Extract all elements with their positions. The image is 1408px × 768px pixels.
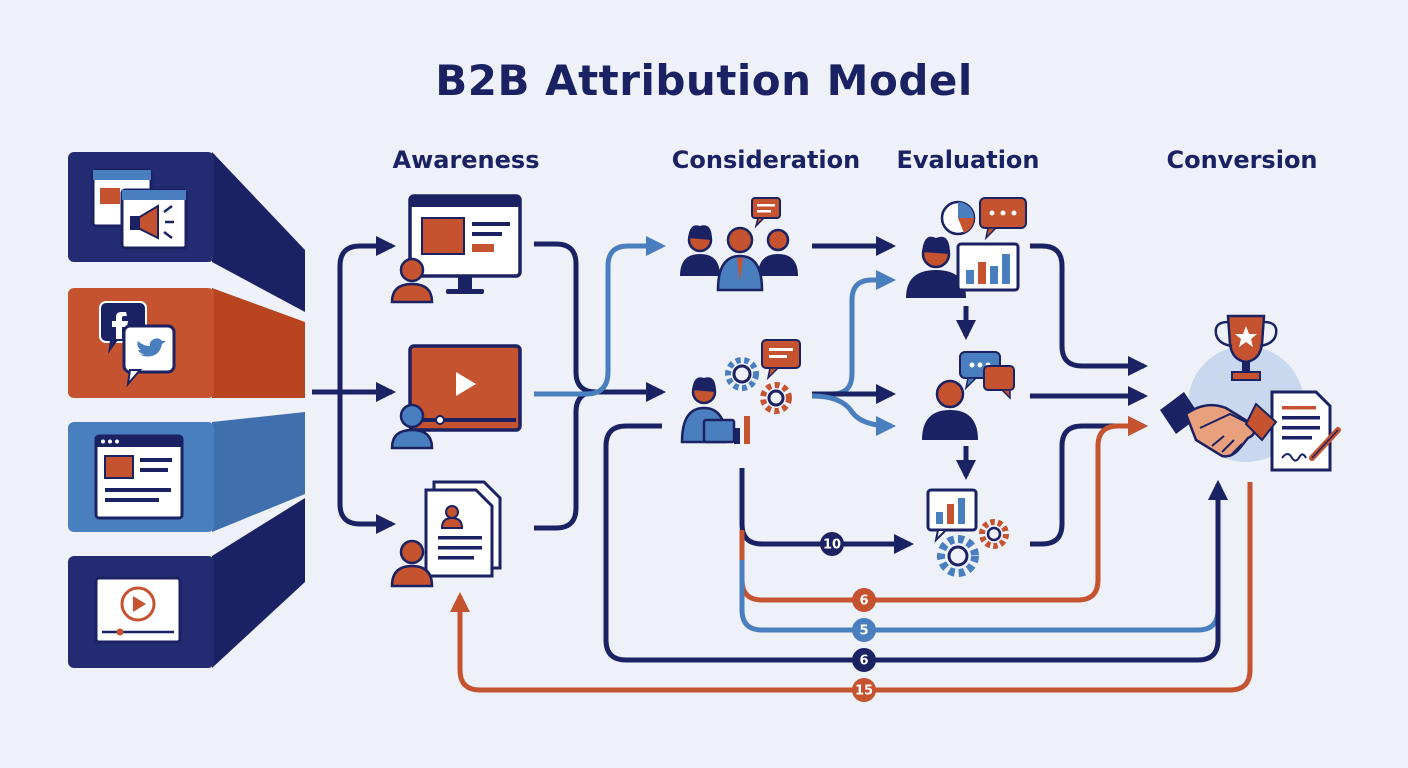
researcher-icon xyxy=(680,339,801,444)
website-icon xyxy=(94,434,184,520)
entry-arrow-top xyxy=(337,236,396,392)
path-badge-5: 5 xyxy=(852,618,876,642)
svg-text:10: 10 xyxy=(823,538,841,553)
social-media-icon xyxy=(99,301,176,388)
consultation-icon xyxy=(922,351,1015,440)
channel-band-web xyxy=(68,152,305,312)
team-discussion-icon xyxy=(680,197,798,292)
flow-awareness-video-up xyxy=(534,236,666,397)
flow-researcher-to-analyst xyxy=(812,270,896,397)
flow-analytics-to-conversion xyxy=(1030,416,1148,547)
analytics-gears-icon xyxy=(926,488,1009,577)
path-badge-15: 15 xyxy=(852,678,876,702)
flow-awareness-desktop xyxy=(534,241,666,402)
path-badge-6-orange: 6 xyxy=(852,588,876,612)
stage-label-awareness: Awareness xyxy=(392,146,540,174)
channel-band-website xyxy=(68,412,305,532)
stage-label-conversion: Conversion xyxy=(1166,146,1318,174)
stage-label-evaluation: Evaluation xyxy=(896,146,1040,174)
web-campaign-icon xyxy=(91,168,188,250)
path-blue-5 xyxy=(739,480,1228,633)
channel-band-video xyxy=(68,498,305,668)
stage-label-consideration: Consideration xyxy=(671,146,861,174)
entry-arrow-bottom xyxy=(337,392,396,534)
svg-text:6: 6 xyxy=(859,594,868,609)
video-viewer-icon xyxy=(390,344,522,450)
svg-text:6: 6 xyxy=(859,654,868,669)
desktop-user-icon xyxy=(390,194,522,304)
document-reader-icon xyxy=(390,480,502,588)
flow-researcher-to-analytics xyxy=(739,468,914,554)
path-orange-6 xyxy=(739,416,1148,603)
video-icon xyxy=(94,576,182,644)
path-navy-6 xyxy=(603,423,1228,663)
channel-band-social xyxy=(68,288,305,398)
flow-awareness-document xyxy=(534,389,662,531)
flow-analyst-to-conversion xyxy=(1030,243,1148,376)
path-badge-6-navy: 6 xyxy=(852,648,876,672)
path-badge-10: 10 xyxy=(820,532,844,556)
deal-closed-icon xyxy=(1160,314,1341,472)
flow-researcher-branch xyxy=(811,393,896,436)
analyst-icon xyxy=(906,197,1027,298)
svg-text:5: 5 xyxy=(859,624,868,639)
diagram-title: B2B Attribution Model xyxy=(435,56,973,105)
svg-text:15: 15 xyxy=(855,684,873,699)
